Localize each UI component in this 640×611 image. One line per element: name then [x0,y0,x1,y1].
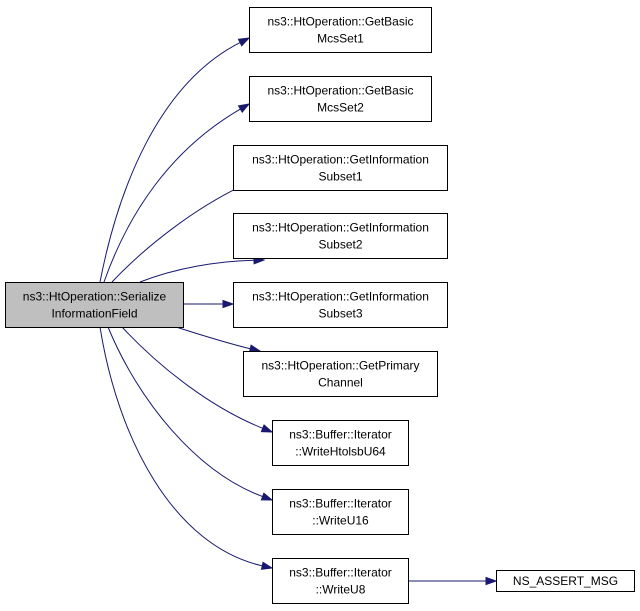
node-label-line: Channel [318,376,363,390]
arrowhead-icon [485,576,498,586]
edge-serialize-to-getbasic1 [99,37,251,283]
arrowhead-icon [260,561,274,570]
node-label-line: ::WriteHtolsbU64 [295,445,386,459]
edge-writeu8-to-nsassert [408,576,498,586]
node-box [233,282,448,328]
edge-line [175,326,251,350]
node-label-line: ns3::HtOperation::GetBasic [267,84,413,98]
node-box [233,213,448,259]
node-label-line: Subset1 [318,170,362,184]
edge-serialize-to-writeu8 [99,326,274,570]
node-box [272,558,409,604]
edge-line [139,259,255,283]
nodes-layer: ns3::HtOperation::SerializeInformationFi… [5,7,635,604]
edge-line [121,326,263,429]
node-writeu16[interactable]: ns3::Buffer::Iterator::WriteU16 [272,489,409,535]
edge-line [99,42,241,283]
node-label-line: McsSet1 [317,32,364,46]
node-label-line: ns3::HtOperation::GetBasic [267,15,413,29]
edge-line [99,326,263,567]
edges-layer [99,37,498,586]
edge-serialize-to-writehtolsb [121,326,274,433]
arrowhead-icon [222,299,235,309]
node-box [243,351,438,397]
node-label-line: ns3::HtOperation::GetInformation [252,221,429,235]
node-label-line: ns3::HtOperation::Serialize [23,290,167,304]
node-box [233,145,448,191]
node-label-line: ns3::Buffer::Iterator [289,428,392,442]
edge-line [111,185,242,283]
node-label-line: ::WriteU16 [312,514,369,528]
node-label-line: ns3::HtOperation::GetPrimary [261,359,419,373]
node-box [272,420,409,466]
node-box [5,282,184,328]
edge-line [107,326,263,498]
edge-serialize-to-getinfo3 [182,299,235,309]
node-label-line: Subset3 [318,307,362,321]
node-nsassert[interactable]: NS_ASSERT_MSG [496,570,635,592]
node-label-line: McsSet2 [317,101,364,115]
edge-serialize-to-getinfo2 [139,255,266,283]
edge-serialize-to-writeu16 [107,326,274,501]
node-box [249,7,432,53]
edge-serialize-to-getbasic2 [103,103,251,283]
arrowhead-icon [237,37,251,47]
arrowhead-icon [260,492,274,501]
edge-line [103,108,241,283]
edge-serialize-to-getprimary [175,326,262,353]
node-label-line: InformationField [51,307,137,321]
edge-serialize-to-getinfo1 [111,181,252,283]
node-label-line: ns3::HtOperation::GetInformation [252,290,429,304]
node-label-line: ns3::Buffer::Iterator [289,566,392,580]
node-label-line: NS_ASSERT_MSG [513,574,618,588]
node-box [249,76,432,122]
node-label-line: ns3::Buffer::Iterator [289,497,392,511]
node-label-line: ::WriteU8 [316,583,366,597]
node-box [496,570,635,592]
node-label-line: ns3::HtOperation::GetInformation [252,153,429,167]
node-box [272,489,409,535]
arrowhead-icon [237,103,251,114]
node-label-line: Subset2 [318,238,362,252]
node-writeu8[interactable]: ns3::Buffer::Iterator::WriteU8 [272,558,409,604]
node-serialize[interactable]: ns3::HtOperation::SerializeInformationFi… [5,282,184,328]
arrowhead-icon [260,424,274,433]
node-writehtolsb[interactable]: ns3::Buffer::Iterator::WriteHtolsbU64 [272,420,409,466]
